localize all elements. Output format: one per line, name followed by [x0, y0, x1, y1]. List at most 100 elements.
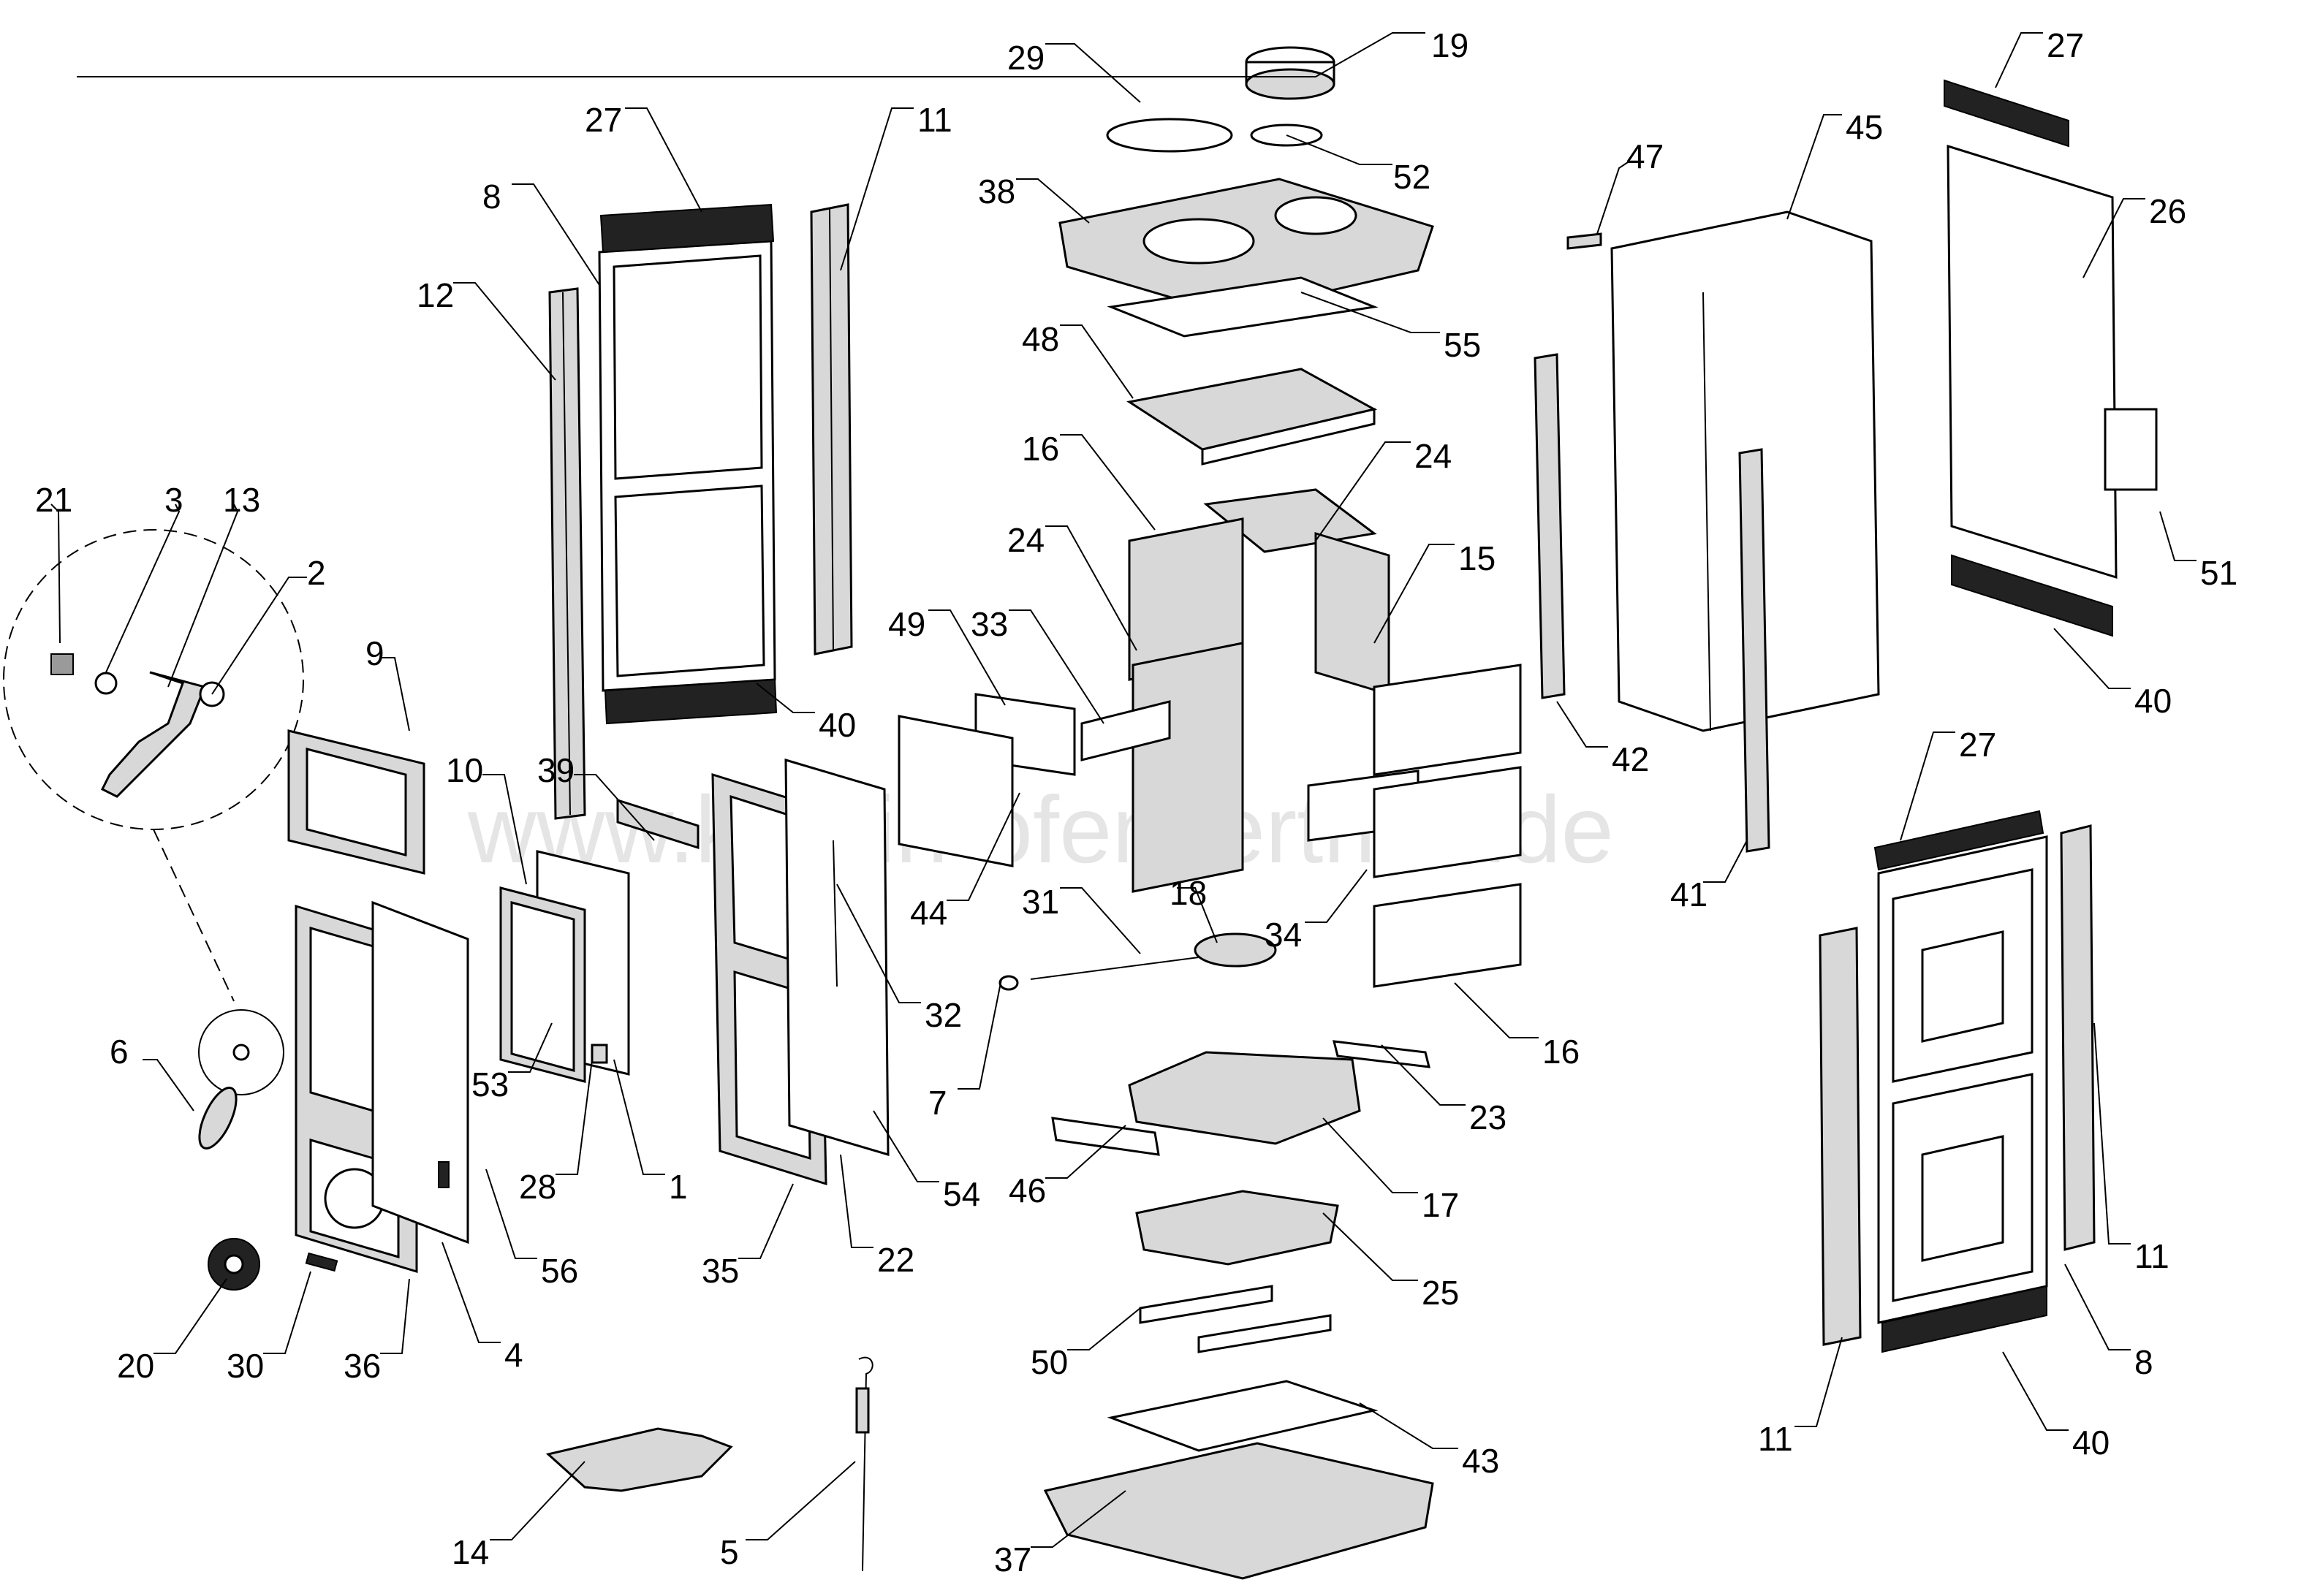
- callout-label: 22: [877, 1241, 914, 1279]
- callout-50: 50: [1031, 1307, 1141, 1381]
- callout-label: 10: [446, 751, 483, 789]
- part-11-right-column: [810, 203, 853, 656]
- callout-45: 45: [1786, 108, 1883, 220]
- callout-label: 28: [519, 1168, 556, 1206]
- part-7-knob: [998, 975, 1019, 991]
- callout-5: 5: [720, 1461, 856, 1571]
- callout-3: 3: [105, 481, 183, 673]
- callout-label: 26: [2149, 192, 2186, 230]
- callout-27: 27: [585, 101, 702, 213]
- callout-40: 40: [2053, 628, 2172, 720]
- callout-9: 9: [365, 634, 410, 732]
- part-44-left-liner: [898, 715, 1014, 867]
- callout-48: 48: [1022, 320, 1134, 399]
- callout-label: 8: [482, 178, 501, 216]
- callout-leader-27: [1900, 732, 1955, 841]
- callout-leader-33: [1009, 609, 1104, 724]
- callout-leader-9: [380, 657, 410, 732]
- part-28-clip: [591, 1044, 608, 1064]
- part-51-label-plate: [2104, 408, 2158, 491]
- callout-label: 11: [1758, 1420, 1793, 1458]
- callout-leader-16: [1060, 434, 1156, 531]
- callout-label: 16: [1022, 430, 1059, 468]
- callout-label: 46: [1009, 1171, 1046, 1209]
- callout-34: 34: [1265, 869, 1368, 954]
- callout-38: 38: [978, 172, 1090, 224]
- part-29-top-plate-cover: [1106, 118, 1233, 153]
- callout-label: 1: [669, 1168, 688, 1206]
- callout-47: 47: [1596, 137, 1664, 235]
- callout-51: 51: [2159, 511, 2237, 592]
- callout-leader-56: [485, 1168, 537, 1259]
- callout-leader-25: [1322, 1212, 1418, 1281]
- callout-leader-43: [1359, 1402, 1458, 1449]
- part-41-rail: [1738, 448, 1770, 853]
- callout-7: 7: [928, 978, 1002, 1122]
- part-31-rod: [1030, 957, 1199, 980]
- callout-label: 24: [1414, 437, 1452, 475]
- callout-leader-27: [1995, 32, 2043, 88]
- callout-label: 17: [1422, 1186, 1459, 1224]
- callout-leader-30: [263, 1271, 311, 1354]
- callout-label: 16: [1542, 1033, 1580, 1071]
- callout-27: 27: [1900, 726, 1996, 841]
- callout-leader-1: [613, 1059, 665, 1175]
- callout-leader-8: [512, 183, 600, 286]
- callout-leader-47: [1596, 160, 1631, 235]
- callout-leader-49: [928, 609, 1006, 706]
- callout-label: 19: [1431, 26, 1468, 64]
- part-5-poker-hook: [855, 1356, 873, 1572]
- callout-31: 31: [1022, 883, 1141, 954]
- part-54-door-gasket: [784, 758, 890, 1157]
- callout-26: 26: [2082, 192, 2186, 278]
- callout-leader-35: [738, 1183, 794, 1259]
- callout-8: 8: [482, 178, 600, 286]
- part-18-grate: [1194, 932, 1277, 968]
- callout-leader-46: [1045, 1125, 1126, 1179]
- callout-label: 35: [702, 1252, 739, 1290]
- callout-leader-55: [1300, 292, 1440, 333]
- callout-6: 6: [110, 1033, 194, 1112]
- callout-label: 2: [307, 554, 326, 592]
- callout-leader-16: [1454, 982, 1539, 1038]
- callout-leader-44: [947, 792, 1020, 901]
- callout-label: 40: [2072, 1424, 2110, 1462]
- callout-leader-20: [153, 1278, 227, 1354]
- callout-label: 5: [720, 1533, 739, 1571]
- callout-leader-45: [1786, 114, 1842, 220]
- callout-leader-27: [625, 107, 702, 213]
- callout-leader-17: [1322, 1117, 1418, 1193]
- callout-25: 25: [1322, 1212, 1459, 1312]
- callout-label: 21: [35, 481, 72, 519]
- callout-leader-52: [1286, 134, 1392, 165]
- callout-label: 24: [1007, 521, 1045, 559]
- callout-label: 25: [1422, 1274, 1459, 1312]
- callout-leader-24: [1045, 525, 1137, 651]
- callout-label: 40: [2134, 682, 2172, 720]
- callout-leader-28: [556, 1059, 593, 1175]
- callout-leader-11: [840, 107, 914, 271]
- callout-label: 30: [227, 1347, 264, 1385]
- part-24-lower-liner: [1132, 642, 1244, 893]
- callout-label: 36: [344, 1347, 381, 1385]
- callout-29: 29: [1007, 39, 1141, 103]
- part-6-handle-knob: [198, 1087, 238, 1150]
- part-55-top-gasket: [1107, 276, 1379, 338]
- callout-label: 41: [1670, 875, 1708, 913]
- callout-label: 48: [1022, 320, 1059, 358]
- callout-label: 9: [365, 634, 384, 672]
- callout-28: 28: [519, 1059, 593, 1206]
- callout-leader-39: [574, 774, 655, 841]
- callout-leader-51: [2159, 511, 2197, 561]
- callout-leader-11: [2093, 1022, 2131, 1244]
- callout-leader-36: [380, 1278, 410, 1354]
- callout-12: 12: [417, 276, 556, 381]
- part-12-left-column: [548, 287, 586, 820]
- part-40-bottom-grille-back: [1951, 554, 2113, 637]
- part-27-top-grille-right: [1873, 810, 2044, 871]
- callout-2: 2: [211, 554, 326, 695]
- callout-label: 44: [910, 894, 947, 932]
- part-14-ash-tray: [545, 1427, 733, 1492]
- callout-leader-10: [482, 774, 527, 885]
